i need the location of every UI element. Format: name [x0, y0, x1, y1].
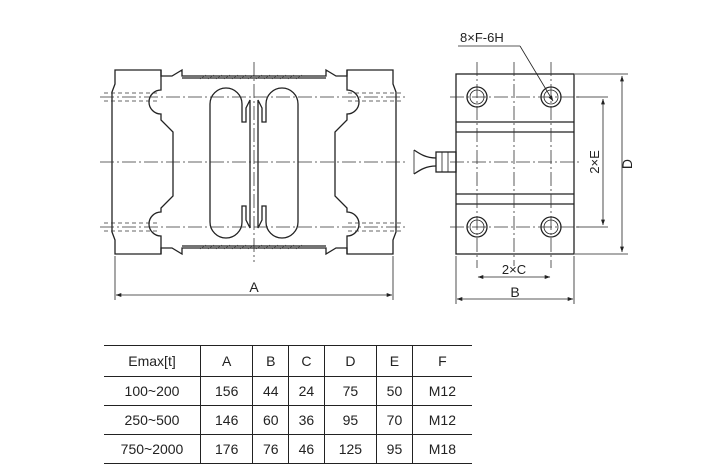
table-cell: 46 [288, 434, 325, 464]
header-d: D [323, 345, 378, 377]
central-slot-right [257, 87, 299, 239]
dimension-d: D [575, 73, 635, 255]
header-f: F [411, 345, 472, 377]
header-emax: Emax[t] [104, 345, 201, 377]
dimension-b-label: B [510, 284, 519, 300]
dimension-2c: 2×C [477, 262, 551, 279]
cable-gland [413, 149, 457, 175]
table-cell: 156 [199, 376, 254, 406]
dimension-a-label: A [249, 279, 259, 295]
header-c: C [288, 345, 325, 377]
table-cell: 70 [376, 405, 413, 435]
table-cell: M12 [411, 376, 472, 406]
dimension-2e: 2×E [576, 96, 608, 228]
front-view-outline [111, 69, 174, 255]
table-cell: 176 [199, 434, 254, 464]
table-row: 750~2000 176 76 46 125 95 M18 [104, 434, 472, 464]
dimension-d-label: D [619, 159, 635, 169]
table-cell: 44 [252, 376, 290, 406]
table-cell: 50 [376, 376, 413, 406]
dimension-2e-label: 2×E [587, 150, 602, 174]
table-cell: 24 [288, 376, 325, 406]
side-view: 8×F-6H D 2×E 2×C B [413, 30, 635, 304]
table-cell: 60 [252, 405, 290, 435]
dimension-table: Emax[t] A B C D E F 100~200 156 44 24 75… [104, 345, 472, 464]
table-cell: 95 [376, 434, 413, 464]
table-cell: M12 [411, 405, 472, 435]
table-row: 100~200 156 44 24 75 50 M12 [104, 376, 472, 406]
table-cell: 75 [323, 376, 378, 406]
header-e: E [376, 345, 413, 377]
front-view: A [100, 62, 408, 300]
dimension-b: B [455, 256, 575, 304]
dimension-a: A [114, 256, 394, 300]
header-a: A [199, 345, 254, 377]
table-cell: 146 [199, 405, 254, 435]
central-slot-left [209, 87, 251, 239]
front-view-outline-right [334, 69, 397, 255]
front-hidden-holes [104, 92, 404, 232]
table-row: 250~500 146 60 36 95 70 M12 [104, 405, 472, 435]
table-cell: 95 [323, 405, 378, 435]
table-cell: 250~500 [104, 405, 201, 435]
hole-callout-label: 8×F-6H [460, 30, 504, 45]
web-hatching-top [199, 74, 303, 80]
table-cell: 36 [288, 405, 325, 435]
table-cell: 125 [323, 434, 378, 464]
table-header-row: Emax[t] A B C D E F [104, 345, 472, 377]
dimension-2c-label: 2×C [502, 262, 526, 277]
table-cell: M18 [411, 434, 472, 464]
hole-callout: 8×F-6H [458, 30, 554, 102]
header-b: B [252, 345, 290, 377]
table-cell: 76 [252, 434, 290, 464]
web-hatching-bottom [199, 244, 303, 250]
table-cell: 750~2000 [104, 434, 201, 464]
table-cell: 100~200 [104, 376, 201, 406]
